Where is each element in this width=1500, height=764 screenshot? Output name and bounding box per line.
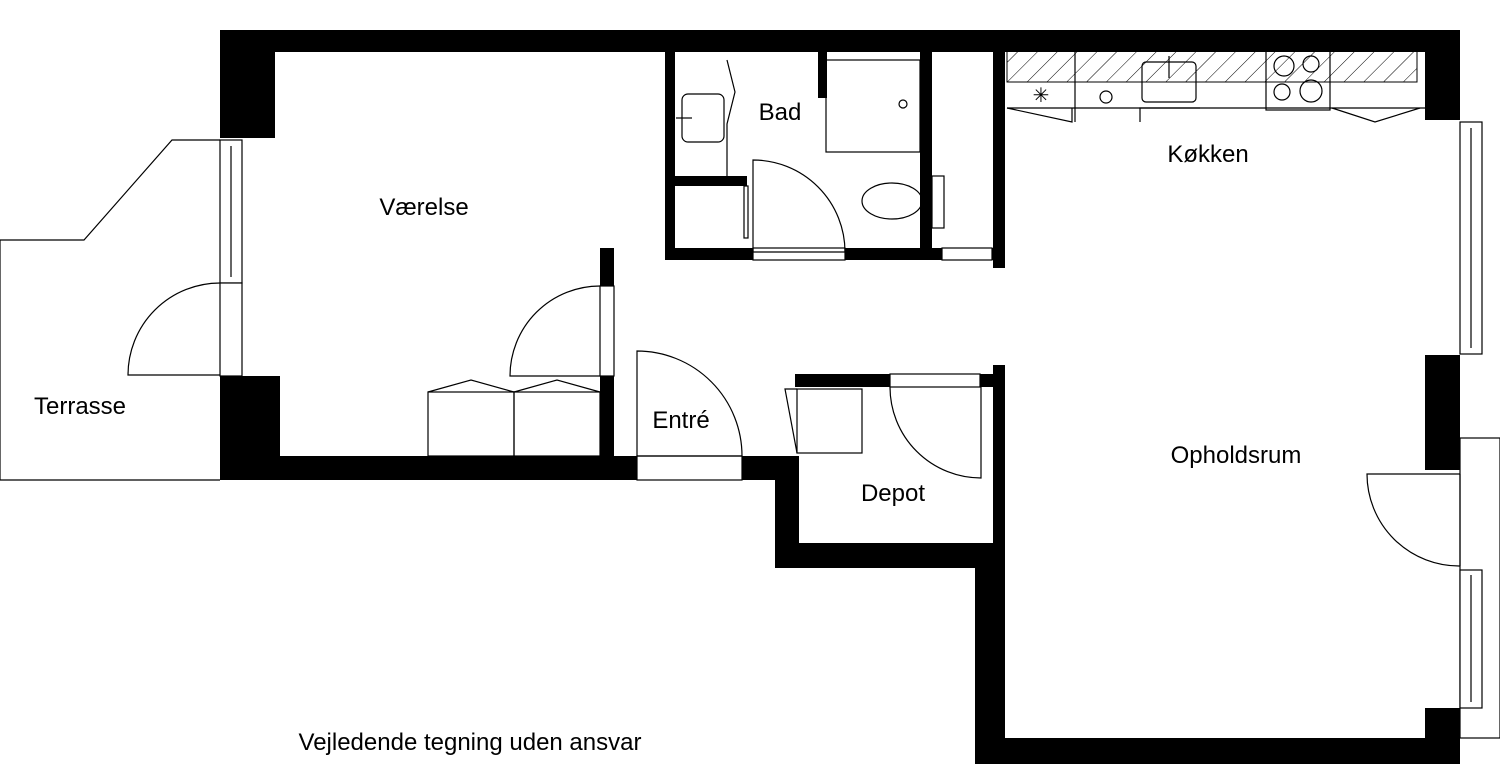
terrace-outline <box>0 139 220 481</box>
doors <box>127 159 1461 567</box>
wardrobes <box>427 379 601 457</box>
walls <box>220 30 1460 764</box>
room-labels: Terrasse Værelse Bad Køkken Entré Depot … <box>34 99 1301 756</box>
room-label-opholdsrum: Opholdsrum <box>1171 442 1302 469</box>
disclaimer-text: Vejledende tegning uden ansvar <box>299 729 642 756</box>
room-label-bad: Bad <box>759 99 802 126</box>
room-label-vaerelse: Værelse <box>379 194 468 221</box>
room-label-entre: Entré <box>652 407 709 434</box>
room-label-terrasse: Terrasse <box>34 393 126 420</box>
room-label-kokken: Køkken <box>1167 141 1248 168</box>
svg-text:✳: ✳ <box>1033 85 1050 107</box>
kitchen-fixtures: ✳ <box>1006 45 1425 123</box>
hall-cabinet <box>784 388 863 454</box>
bathroom-fixtures <box>676 59 945 239</box>
room-label-depot: Depot <box>861 480 925 507</box>
windows <box>219 121 1500 739</box>
